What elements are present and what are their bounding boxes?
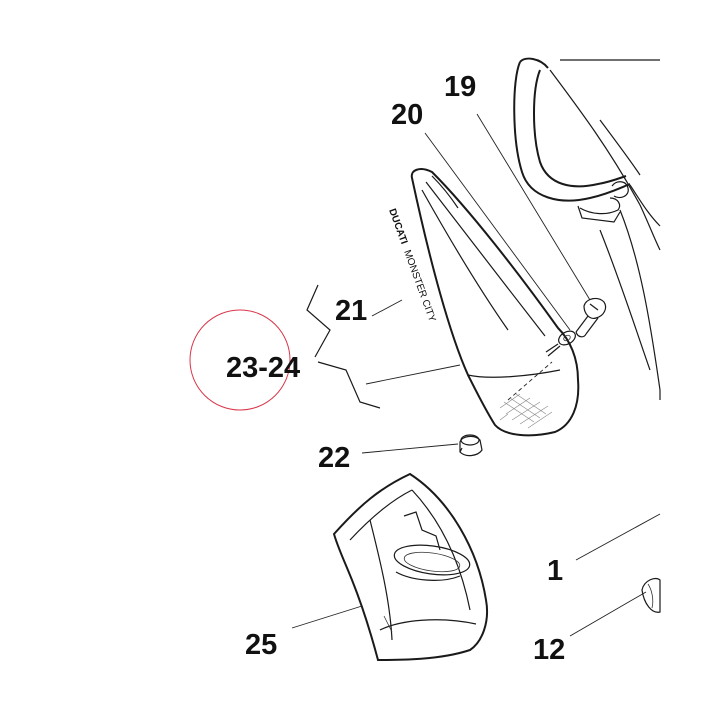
label-1: 1 <box>547 555 563 587</box>
label-12: 12 <box>533 634 565 666</box>
label-21: 21 <box>335 295 367 327</box>
label-19: 19 <box>444 71 476 103</box>
side-panel-edge <box>599 209 661 391</box>
label-20: 20 <box>391 99 423 131</box>
decal-model: MONSTER CITY <box>401 249 437 324</box>
group-bracket <box>306 284 381 409</box>
tail-cover-part-25 <box>332 472 488 662</box>
screw-part-19 <box>575 297 607 338</box>
label-25: 25 <box>245 629 277 661</box>
side-cover-part-21 <box>410 168 580 437</box>
decal: DUCATI MONSTER CITY <box>386 207 437 323</box>
grommet-part-22 <box>459 434 483 457</box>
knob-part-12 <box>641 577 661 613</box>
washer-part-20 <box>558 330 576 346</box>
leader-lines <box>291 113 661 637</box>
pin-rod <box>545 343 561 357</box>
frame-tube <box>513 57 661 251</box>
label-22: 22 <box>318 442 350 474</box>
label-23-24: 23-24 <box>226 352 300 384</box>
decal-brand: DUCATI <box>386 207 409 246</box>
highlight-circle <box>189 309 291 411</box>
